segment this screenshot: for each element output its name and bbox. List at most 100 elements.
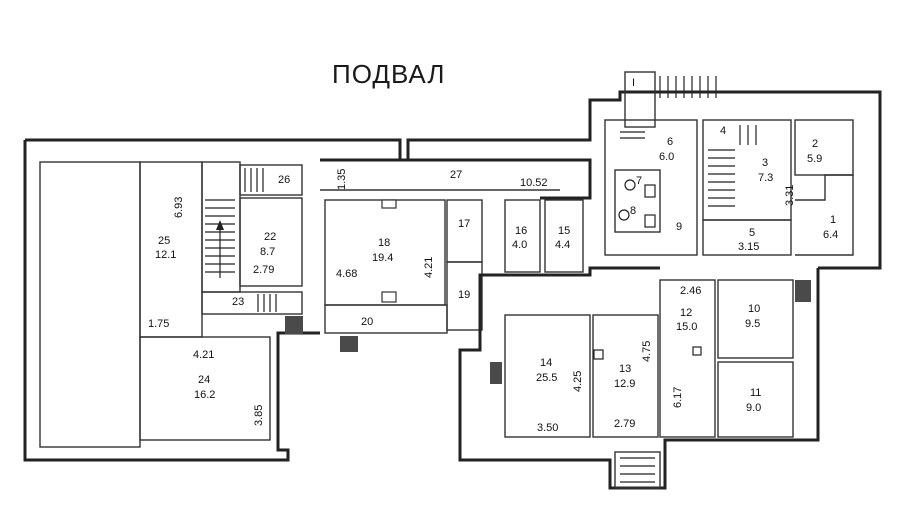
room-5 [702, 219, 792, 256]
room-label: 15 [558, 225, 570, 237]
stair-top-steps [620, 76, 717, 139]
outer-wall-left [23, 140, 320, 462]
room-10 [717, 279, 794, 359]
room-11 [717, 361, 794, 438]
room-2 [794, 119, 854, 176]
stair-26 [244, 168, 264, 192]
room-6-9-block [604, 119, 698, 256]
hatch-4 [490, 362, 502, 384]
dimension-label: 6.93 [173, 197, 185, 218]
stair-bottom-steps [620, 457, 655, 483]
room-area: 12.9 [614, 378, 635, 390]
room-24 [139, 336, 271, 441]
room-area: 4.0 [512, 239, 527, 251]
room-label: 12 [680, 307, 692, 319]
room-label: 20 [361, 316, 373, 328]
dimension-label: 6.17 [672, 387, 684, 408]
outer-wall-top-left [25, 90, 882, 270]
dimension-label: 2.79 [253, 264, 274, 276]
corridor-27-wall [320, 158, 592, 200]
dimension-label: 4.25 [572, 371, 584, 392]
room-23 [201, 291, 303, 315]
room-label: 18 [378, 237, 390, 249]
room-13 [592, 314, 659, 438]
room-label: 27 [450, 169, 462, 181]
room-26 [239, 164, 303, 196]
dimension-label: 1.35 [336, 169, 348, 190]
fixture-7: 7 [636, 175, 642, 187]
room-label: 25 [158, 235, 170, 247]
room-label: 4 [720, 125, 726, 137]
room-area: 25.5 [536, 372, 557, 384]
hatch-3 [795, 280, 811, 302]
room-area: 9.0 [746, 402, 761, 414]
dimension-label: 4.21 [423, 257, 435, 278]
dimension-label: 2.79 [614, 418, 635, 430]
room-label: 23 [232, 296, 244, 308]
room-area: 9.5 [745, 318, 760, 330]
room-label: 6 [667, 136, 673, 148]
room-left-block [39, 161, 141, 448]
room-area: 3.15 [738, 241, 759, 253]
room-label: 5 [749, 227, 755, 239]
room-label: 2 [812, 138, 818, 150]
toilet-icon [624, 179, 656, 198]
room-20 [324, 304, 448, 334]
stair-23 [257, 294, 277, 312]
room-label: 26 [278, 174, 290, 186]
room-12 [659, 279, 716, 438]
stair-left [205, 199, 235, 278]
room-label: 1 [830, 214, 836, 226]
room-area: 12.1 [155, 249, 176, 261]
stair-top-I [624, 71, 656, 128]
dimension-label: 10.52 [520, 177, 548, 189]
room-area: 6.0 [659, 151, 674, 163]
room-label: I [632, 77, 635, 89]
room-label: 14 [540, 357, 552, 369]
hatch-1 [285, 316, 303, 334]
wc-block [614, 169, 661, 233]
stair-bottom [614, 451, 661, 489]
room-area: 5.9 [807, 153, 822, 165]
room-label: 24 [198, 374, 210, 386]
room-area: 6.4 [823, 229, 838, 241]
room-16 [504, 199, 541, 273]
room-area: 16.2 [194, 389, 215, 401]
dimension-label: 2.46 [680, 285, 701, 297]
room-label: 22 [264, 231, 276, 243]
room-15 [544, 199, 584, 273]
dimension-label: 3.31 [784, 185, 796, 206]
room-label: 9 [676, 221, 682, 233]
room-17 [446, 199, 483, 263]
dimension-label: 3.50 [537, 422, 558, 434]
room-3-4-block [702, 119, 792, 221]
room-area: 7.3 [758, 172, 773, 184]
room-1 [795, 174, 854, 256]
room-label: 19 [458, 289, 470, 301]
room-label: 13 [619, 363, 631, 375]
dimension-label: 1.75 [148, 318, 169, 330]
room-area: 4.4 [555, 239, 570, 251]
room-label: 3 [762, 157, 768, 169]
room-label: 10 [748, 303, 760, 315]
room-area: 15.0 [676, 321, 697, 333]
room-label: 11 [750, 387, 761, 399]
stair-room-4 [708, 125, 757, 207]
hatch-2 [340, 336, 358, 352]
room-area: 8.7 [260, 246, 275, 258]
room-14 [504, 314, 591, 438]
room-label: 17 [458, 218, 470, 230]
room-label: 16 [515, 225, 527, 237]
dimension-label: 4.75 [641, 341, 653, 362]
room-22 [239, 197, 303, 287]
room-area: 19.4 [372, 252, 393, 264]
outer-wall-right-lower [458, 266, 820, 490]
dimension-label: 4.21 [193, 349, 214, 361]
plan-title: ПОДВАЛ [332, 59, 445, 89]
toilet-icon-2 [618, 209, 656, 228]
dimension-label: 4.68 [336, 268, 357, 280]
dimension-label: 3.85 [253, 405, 265, 426]
room-19 [446, 261, 483, 331]
fixture-8: 8 [630, 205, 636, 217]
